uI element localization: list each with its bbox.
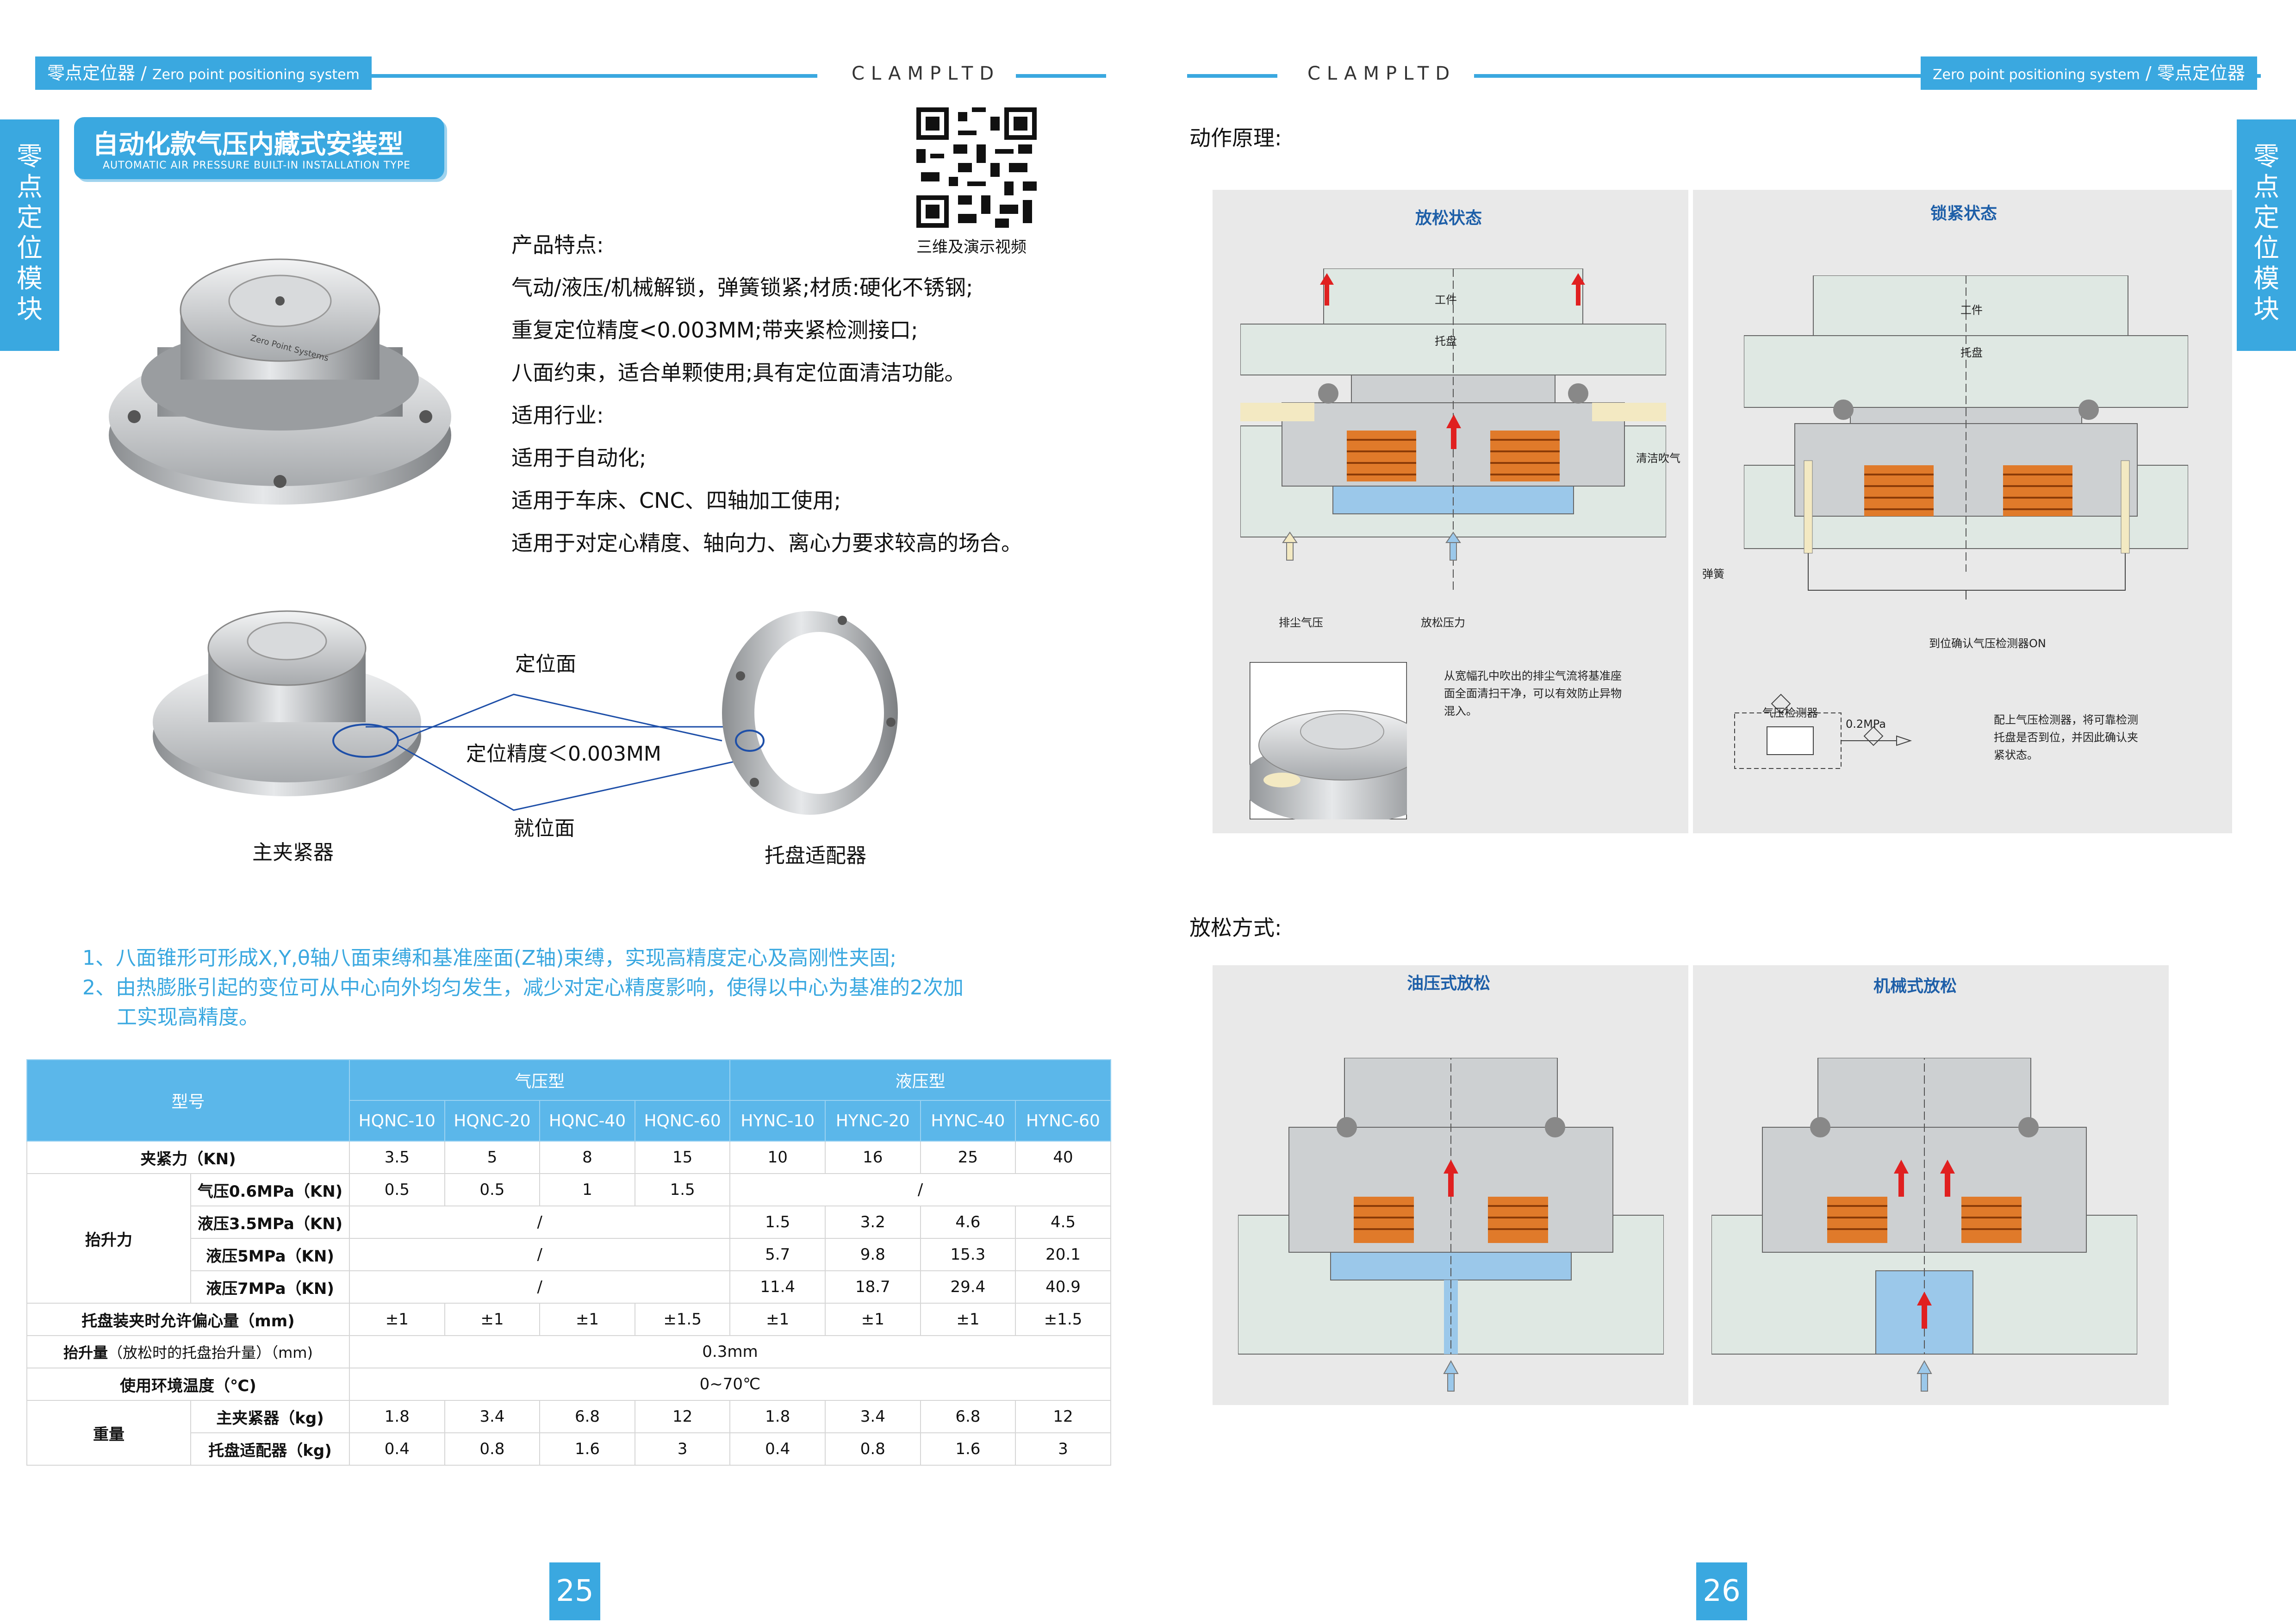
oil-release-panel: 油压式放松 <box>1213 965 1688 1405</box>
header-tag-right: Zero point positioning system / 零点定位器 <box>1921 56 2257 90</box>
model-cell: HQNC-10 <box>349 1100 445 1142</box>
release-state-panel: 放松状态 工件 托盘 清洁吹气 排尘气压 放松压力 从宽幅孔中吹出的排尘气流将基… <box>1213 190 1688 833</box>
clean-air-label: 清洁吹气 <box>1636 452 1680 465</box>
model-cell: HQNC-40 <box>539 1100 635 1142</box>
pallet-label: 托盘 <box>1435 335 1457 348</box>
detector-desc: 托盘是否到位，并因此确认夹 <box>1994 731 2138 744</box>
release-pressure-label: 放松压力 <box>1421 616 1465 629</box>
main-clamp-label: 主夹紧器 <box>252 841 334 864</box>
model-cell: HYNC-40 <box>920 1100 1016 1142</box>
industry-line: 适用于自动化; <box>511 445 647 470</box>
header-rule-left <box>35 74 817 78</box>
cleaning-photo <box>1250 662 1407 819</box>
release-state-title: 放松状态 <box>1415 209 1482 228</box>
pressure-label: 0.2MPa <box>1846 718 1886 731</box>
accuracy-label: 定位精度＜0.003MM <box>466 742 661 766</box>
lock-state-title: 锁紧状态 <box>1930 204 1997 223</box>
lock-section-drawing <box>1744 275 2188 600</box>
section-release: 放松方式: <box>1189 915 1282 940</box>
detector-desc: 紧状态。 <box>1994 749 2038 762</box>
locating-face-label: 定位面 <box>515 652 576 676</box>
release-section-drawing <box>1240 269 1666 593</box>
clean-desc: 从宽幅孔中吹出的排尘气流将基准座 <box>1444 669 1622 682</box>
header-tag-left: 零点定位器 / Zero point positioning system <box>35 56 372 90</box>
pallet-adapter-label: 托盘适配器 <box>765 844 866 868</box>
model-cell: HYNC-60 <box>1015 1100 1111 1142</box>
feature-line: 八面约束，适合单颗使用;具有定位面清洁功能。 <box>511 360 966 385</box>
note-2-cont: 工实现高精度。 <box>117 1006 259 1029</box>
pallet-label: 托盘 <box>1960 346 1983 359</box>
page-number-right: 26 <box>1696 1562 1747 1620</box>
model-cell: HYNC-20 <box>825 1100 921 1142</box>
workpiece-label: 工件 <box>1435 294 1457 306</box>
mech-release-title: 机械式放松 <box>1873 977 1957 996</box>
qr-caption: 三维及演示视频 <box>916 238 1027 256</box>
lock-state-panel: 锁紧状态 工件 托盘 弹簧 到位确认气压检测器ON 气压检测器 0.2MPa 配… <box>1693 190 2232 833</box>
brand-left: CLAMPLTD <box>852 63 1001 84</box>
section-principle: 动作原理: <box>1189 125 1282 150</box>
industry-heading: 适用行业: <box>511 403 604 428</box>
workpiece-label: 工件 <box>1960 304 1983 317</box>
product-photo-main: Zero Point Systems <box>109 258 451 505</box>
dust-air-label: 排尘气压 <box>1279 616 1323 629</box>
mech-release-panel: 机械式放松 <box>1693 965 2169 1405</box>
note-1: 1、八面锥形可形成X,Y,θ轴八面束缚和基准座面(Z轴)束缚，实现高精度定心及高… <box>82 946 897 970</box>
industry-line: 适用于对定心精度、轴向力、离心力要求较高的场合。 <box>511 531 1022 556</box>
table-row: 使用环境温度（℃) 0~70℃ <box>26 1368 1111 1401</box>
product-subtitle: AUTOMATIC AIR PRESSURE BUILT-IN INSTALLA… <box>103 160 411 171</box>
model-cell: HQNC-60 <box>634 1100 731 1142</box>
feature-line: 重复定位精度<0.003MM;带夹紧检测接口; <box>511 318 918 343</box>
pneumatic-schematic <box>1734 693 1912 769</box>
model-cell: HQNC-20 <box>444 1100 541 1142</box>
detector-on-label: 到位确认气压检测器ON <box>1929 637 2046 650</box>
page-number-left: 25 <box>549 1562 600 1620</box>
spring-label: 弹簧 <box>1702 568 1724 581</box>
qr-code-icon[interactable] <box>916 107 1037 228</box>
air-detector-label: 气压检测器 <box>1762 706 1818 719</box>
oil-release-title: 油压式放松 <box>1407 974 1491 993</box>
product-title: 自动化款气压内藏式安装型 <box>93 130 404 160</box>
detector-desc: 配上气压检测器，将可靠检测 <box>1994 713 2138 726</box>
hyd-group-header: 液压型 <box>729 1059 1111 1101</box>
note-2: 2、由热膨胀引起的变位可从中心向外均匀发生，减少对定心精度影响，使得以中心为基准… <box>82 976 964 999</box>
feature-heading: 产品特点: <box>511 232 604 257</box>
model-cell: HYNC-10 <box>729 1100 826 1142</box>
side-tab-left: 零点定位模块 <box>0 119 59 351</box>
side-tab-right: 零点定位模块 <box>2237 119 2296 351</box>
industry-line: 适用于车床、CNC、四轴加工使用; <box>511 488 841 513</box>
clamp-adapter-diagram <box>153 610 898 815</box>
feature-line: 气动/液压/机械解锁，弹簧锁紧;材质:硬化不锈钢; <box>511 275 973 300</box>
table-row: 托盘装夹时允许偏心量（mm) ±1±1±1±1.5 ±1±1±1±1.5 <box>26 1303 1111 1336</box>
seating-face-label: 就位面 <box>514 817 575 840</box>
model-header: 型号 <box>26 1059 350 1142</box>
clean-desc: 混入。 <box>1444 705 1477 718</box>
brand-right: CLAMPLTD <box>1307 63 1456 84</box>
mech-release-drawing <box>1711 1058 2137 1392</box>
air-group-header: 气压型 <box>349 1059 731 1101</box>
clean-desc: 面全面清扫干净，可以有效防止异物 <box>1444 687 1622 700</box>
product-title-box: 自动化款气压内藏式安装型 AUTOMATIC AIR PRESSURE BUIL… <box>74 117 444 179</box>
table-row: 抬升量（放松时的托盘抬升量）（mm) 0.3mm <box>26 1335 1111 1368</box>
oil-release-drawing <box>1238 1058 1664 1392</box>
